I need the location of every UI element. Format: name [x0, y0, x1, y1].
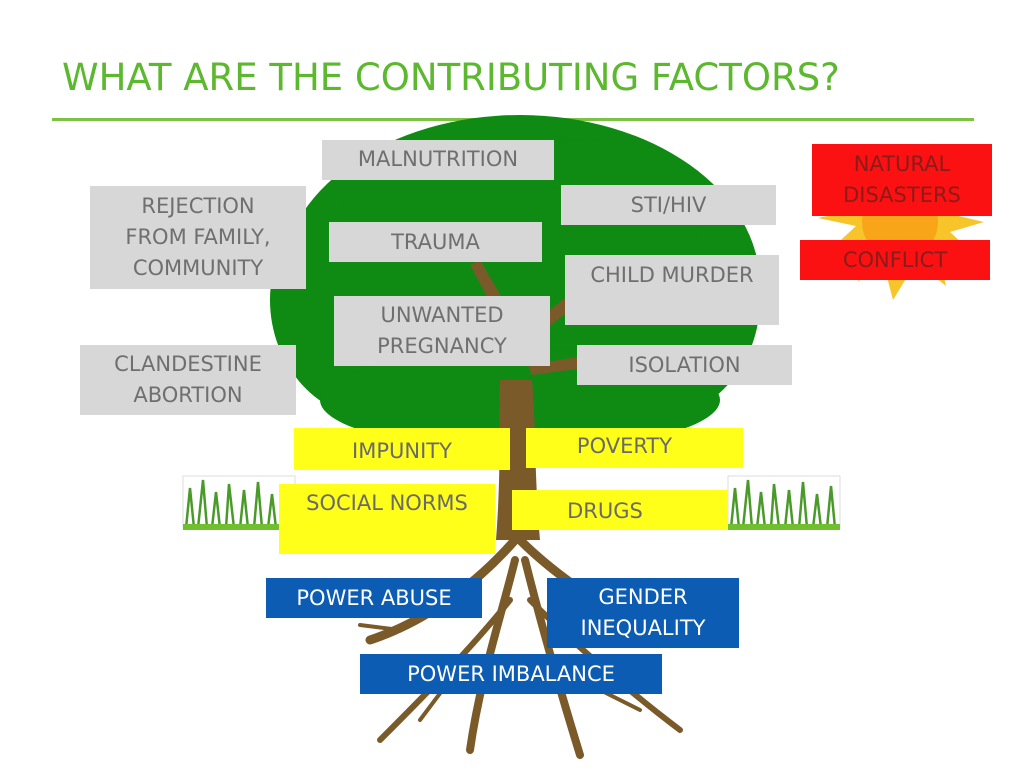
page-title: WHAT ARE THE CONTRIBUTING FACTORS?: [62, 56, 840, 99]
external-natural-disasters: NATURAL DISASTERS: [812, 144, 992, 216]
trunk-impunity: IMPUNITY: [294, 428, 510, 470]
trunk-social-norms: SOCIAL NORMS: [279, 484, 495, 554]
leaf-trauma: TRAUMA: [329, 222, 542, 262]
leaf-malnutrition: MALNUTRITION: [322, 140, 554, 180]
root-power-abuse: POWER ABUSE: [266, 578, 482, 618]
leaf-isolation: ISOLATION: [577, 345, 792, 385]
leaf-child-murder: CHILD MURDER: [565, 255, 779, 325]
leaf-sti-hiv: STI/HIV: [561, 185, 776, 225]
leaf-clandestine-abortion: CLANDESTINE ABORTION: [80, 345, 296, 415]
external-conflict: CONFLICT: [800, 240, 990, 280]
grass-left: [182, 475, 296, 530]
root-power-imbalance: POWER IMBALANCE: [360, 654, 662, 694]
leaf-rejection: REJECTION FROM FAMILY, COMMUNITY: [90, 186, 306, 289]
leaf-unwanted-pregnancy: UNWANTED PREGNANCY: [334, 296, 550, 366]
trunk-drugs: DRUGS: [512, 490, 728, 530]
grass-right: [727, 475, 841, 530]
root-gender-inequality: GENDER INEQUALITY: [547, 578, 739, 648]
trunk-poverty: POVERTY: [526, 428, 743, 468]
